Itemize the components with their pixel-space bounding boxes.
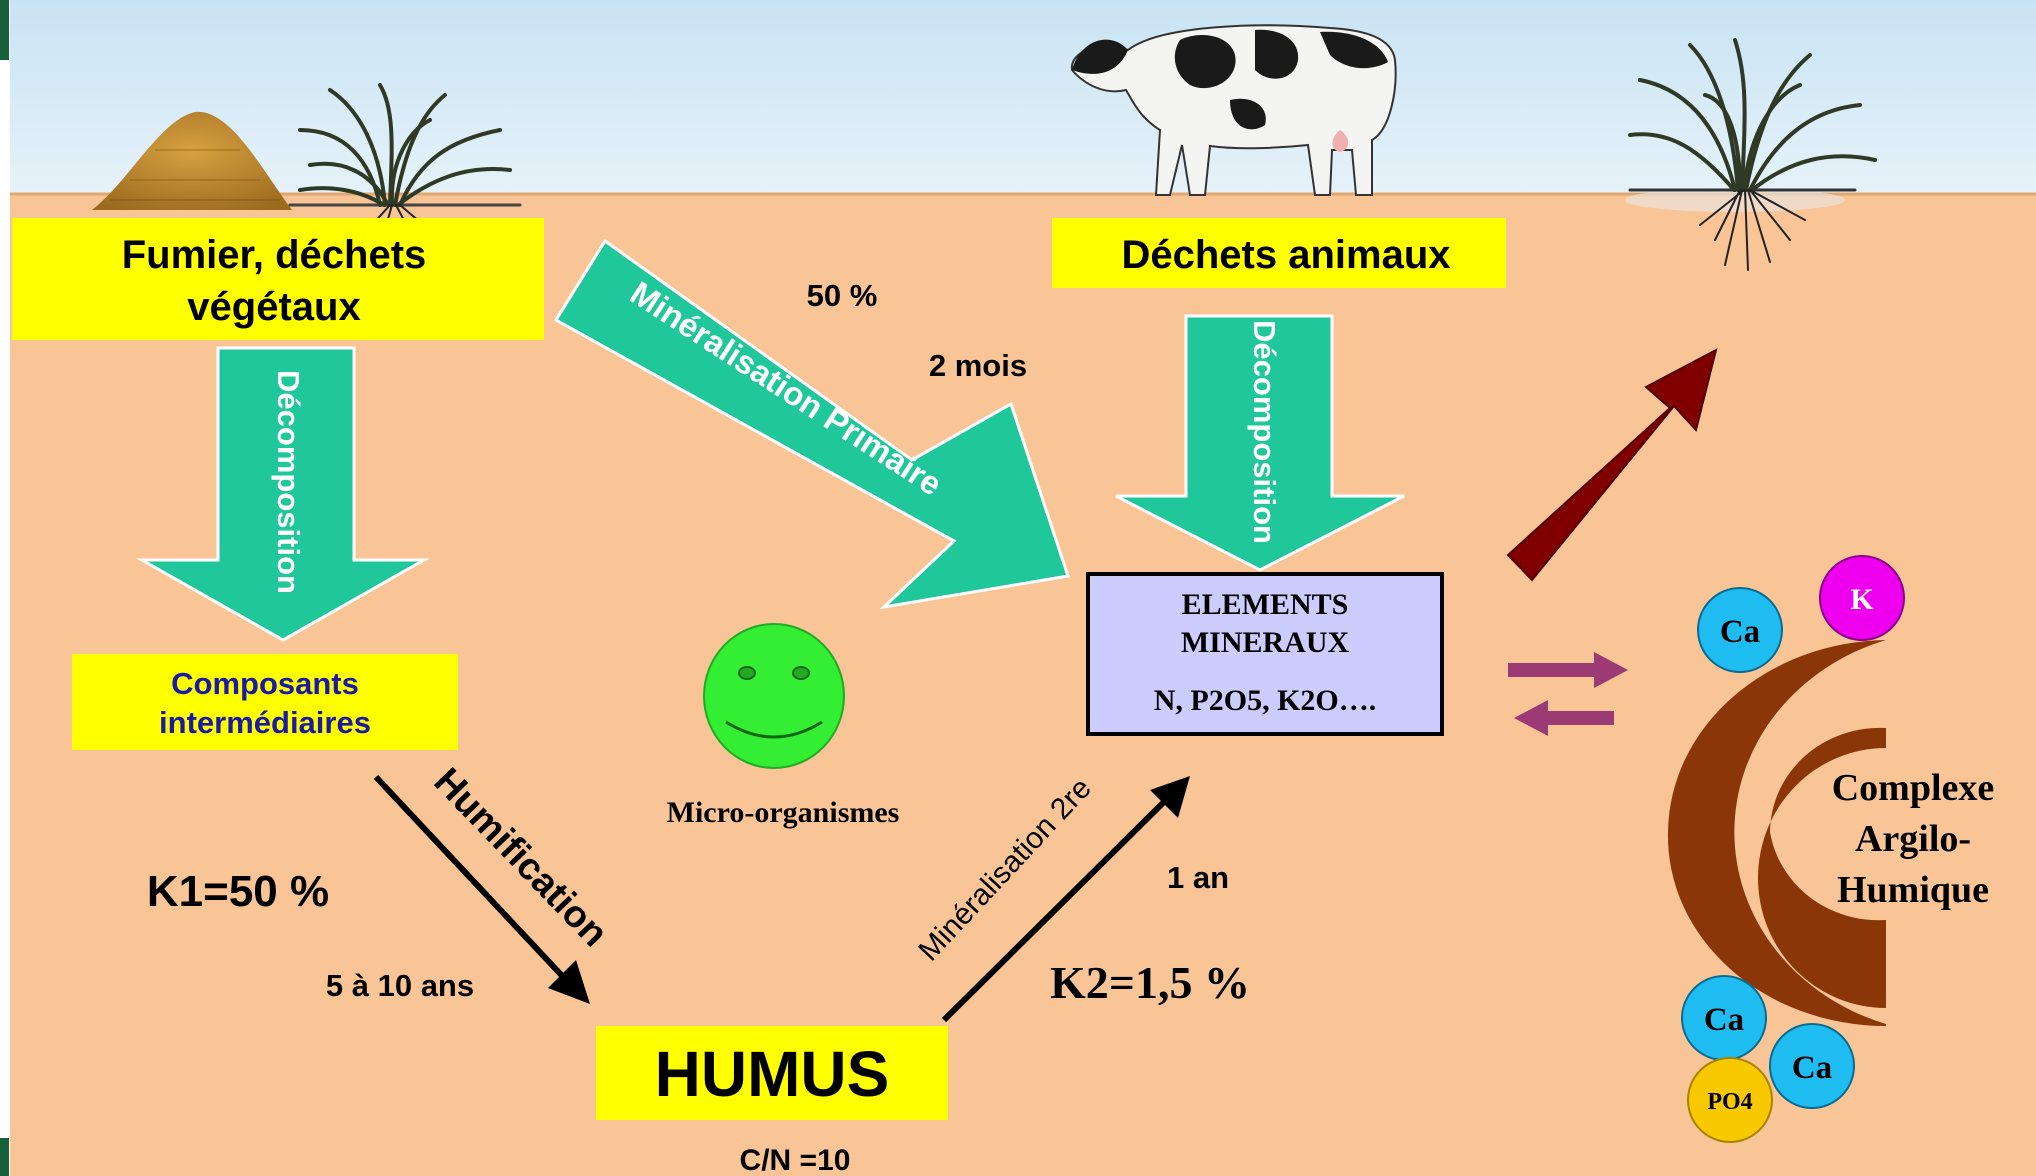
composants-label-line2: intermédiaires [159,705,371,740]
decomposition-label-left: Décomposition [271,370,306,594]
ion-ca-bottom-2-label: Ca [1792,1050,1832,1086]
fumier-label-line1: Fumier, déchets [122,233,427,277]
elements-mineraux-line2: MINERAUX [1181,626,1350,659]
dechets-animaux-label: Déchets animaux [1121,233,1450,277]
complexe-label-line3: Humique [1837,869,1989,911]
fumier-label-line2: végétaux [187,285,360,329]
primary-time-label: 2 mois [929,348,1027,383]
ion-ca-top-label: Ca [1720,614,1760,650]
elements-mineraux-line3: N, P2O5, K2O…. [1154,684,1377,717]
smiley-face-icon [704,624,844,768]
slide-frame-bar-top [0,0,9,60]
decomposition-label-right: Décomposition [1247,320,1282,544]
ion-po4-label: PO4 [1707,1089,1752,1115]
k1-label: K1=50 % [147,867,329,916]
composants-label-line1: Composants [171,666,359,701]
complexe-label-line1: Complexe [1832,767,1995,809]
secondary-time-label: 1 an [1167,860,1229,895]
k2-label: K2=1,5 % [1050,957,1250,1008]
cn-ratio-label: C/N =10 [740,1144,851,1176]
ion-k-label: K [1850,583,1874,616]
primary-percent-label: 50 % [807,278,878,313]
humification-time-label: 5 à 10 ans [326,968,474,1003]
humus-label: HUMUS [655,1038,890,1110]
micro-organismes-label: Micro-organismes [667,796,900,829]
ion-ca-bottom-1-label: Ca [1704,1002,1744,1038]
complexe-label-line2: Argilo- [1855,818,1971,860]
slide-frame-bar-bottom [0,1138,9,1176]
elements-mineraux-line1: ELEMENTS [1182,588,1349,621]
